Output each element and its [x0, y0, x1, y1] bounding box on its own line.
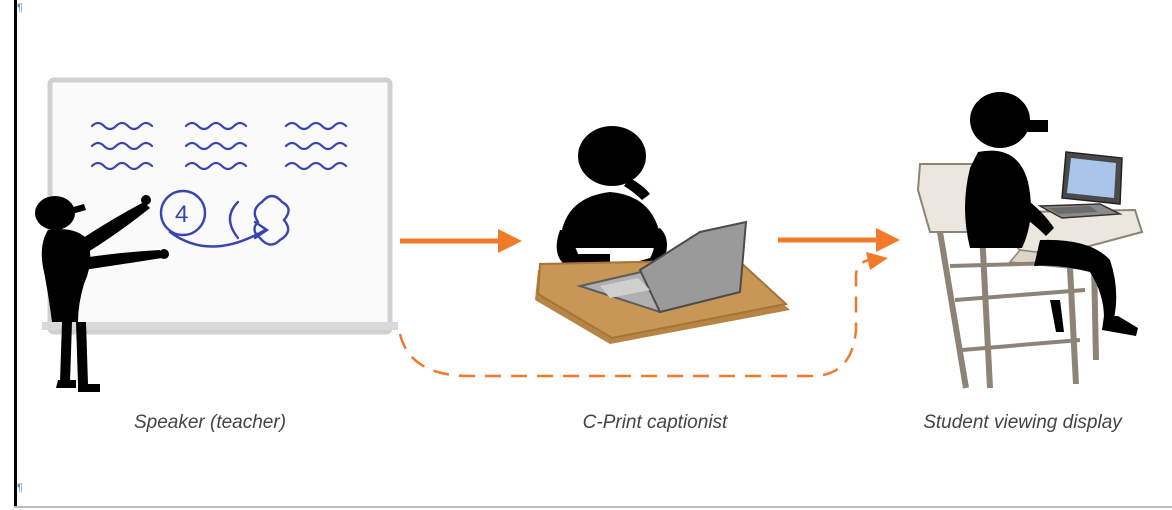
document-left-border: [14, 0, 17, 508]
student-laptop-icon: [1037, 151, 1123, 219]
student-silhouette: [965, 92, 1138, 336]
arrow-teacher-to-captionist: [400, 229, 522, 253]
caption-captionist: C-Print captionist: [582, 412, 728, 433]
caption-student: Student viewing display: [923, 412, 1122, 433]
board-drawing: [159, 189, 290, 248]
dashed-arrow-teacher-to-student: [398, 252, 888, 378]
paragraph-mark-icon: ¶: [17, 482, 23, 494]
whiteboard: [42, 77, 398, 335]
board-number: 4: [175, 201, 188, 228]
teacher-silhouette: [35, 195, 169, 392]
captionist-laptop-icon: [576, 220, 748, 314]
captionist-silhouette: [556, 126, 667, 272]
document-bottom-border: [14, 506, 1172, 508]
board-squiggles: [90, 121, 348, 171]
caption-speaker: Speaker (teacher): [133, 412, 287, 433]
paragraph-mark-icon: ¶: [17, 2, 23, 14]
arrow-captionist-to-student: [778, 228, 900, 252]
